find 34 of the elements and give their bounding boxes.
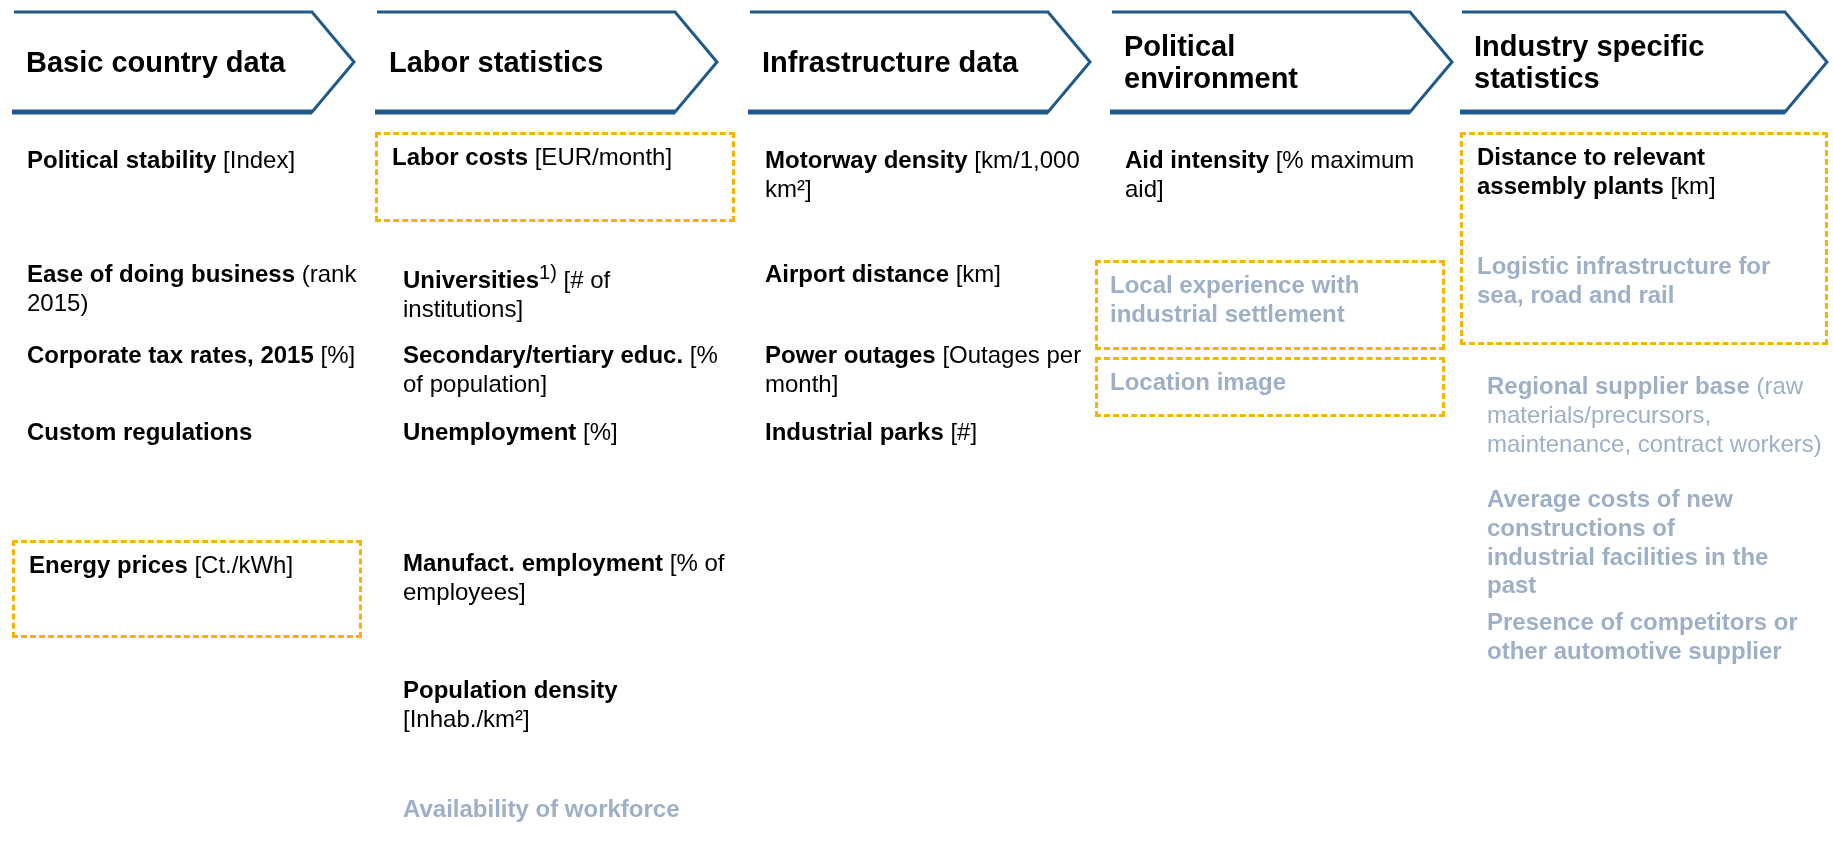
highlight-box xyxy=(375,132,735,222)
factor-label: Logistic infrastructure for sea, road and rail xyxy=(1477,252,1772,310)
chevron-header: Labor statistics xyxy=(375,10,720,115)
factor-label: Unemployment [%] xyxy=(403,418,619,447)
highlight-box xyxy=(1095,357,1445,417)
factor-label: Location image xyxy=(1110,368,1288,397)
factor-label: Ease of doing business (rank 2015) xyxy=(27,260,357,318)
factor-label: Average costs of new constructions of industrial facilities in the past xyxy=(1487,485,1770,601)
factor-label: Motorway density [km/1,000 km²] xyxy=(765,146,1081,204)
chevron-header: Political environment xyxy=(1110,10,1455,115)
factor-label: Presence of competitors or other automotive supplier xyxy=(1487,608,1799,666)
factor-label: Corporate tax rates, 2015 [%] xyxy=(27,341,357,370)
chevron-header: Basic country data xyxy=(12,10,357,115)
factor-label: Power outages [Outages per month] xyxy=(765,341,1083,399)
factor-label: Local experience with industrial settlement xyxy=(1110,271,1361,329)
factor-label: Secondary/tertiary educ. [% of population] xyxy=(403,341,719,399)
factor-label: Regional supplier base (raw materials/precursors, maintenance, contract workers) xyxy=(1487,372,1823,459)
factor-label: Political stability [Index] xyxy=(27,146,297,175)
factor-label: Energy prices [Ct./kWh] xyxy=(29,551,295,580)
factor-label: Airport distance [km] xyxy=(765,260,1003,289)
factor-label: Population density [Inhab./km²] xyxy=(403,676,619,734)
highlight-box xyxy=(12,540,362,638)
factor-label: Distance to relevant assembly plants [km] xyxy=(1477,143,1717,201)
highlight-box xyxy=(1460,132,1828,345)
factor-label: Labor costs [EUR/month] xyxy=(392,143,674,172)
chevron-header: Infrastructure data xyxy=(748,10,1093,115)
highlight-box xyxy=(1095,260,1445,350)
factor-label: Universities$^{1)}$ [# of institutions] xyxy=(403,260,612,324)
factor-label: Industrial parks [#] xyxy=(765,418,979,447)
factor-label: Aid intensity [% maximum aid] xyxy=(1125,146,1416,204)
factor-label: Manufact. employment [% of employees] xyxy=(403,549,726,607)
factor-label: Custom regulations xyxy=(27,418,254,447)
chevron-header: Industry specific statistics xyxy=(1460,10,1830,115)
factor-label: Availability of workforce xyxy=(403,795,681,824)
